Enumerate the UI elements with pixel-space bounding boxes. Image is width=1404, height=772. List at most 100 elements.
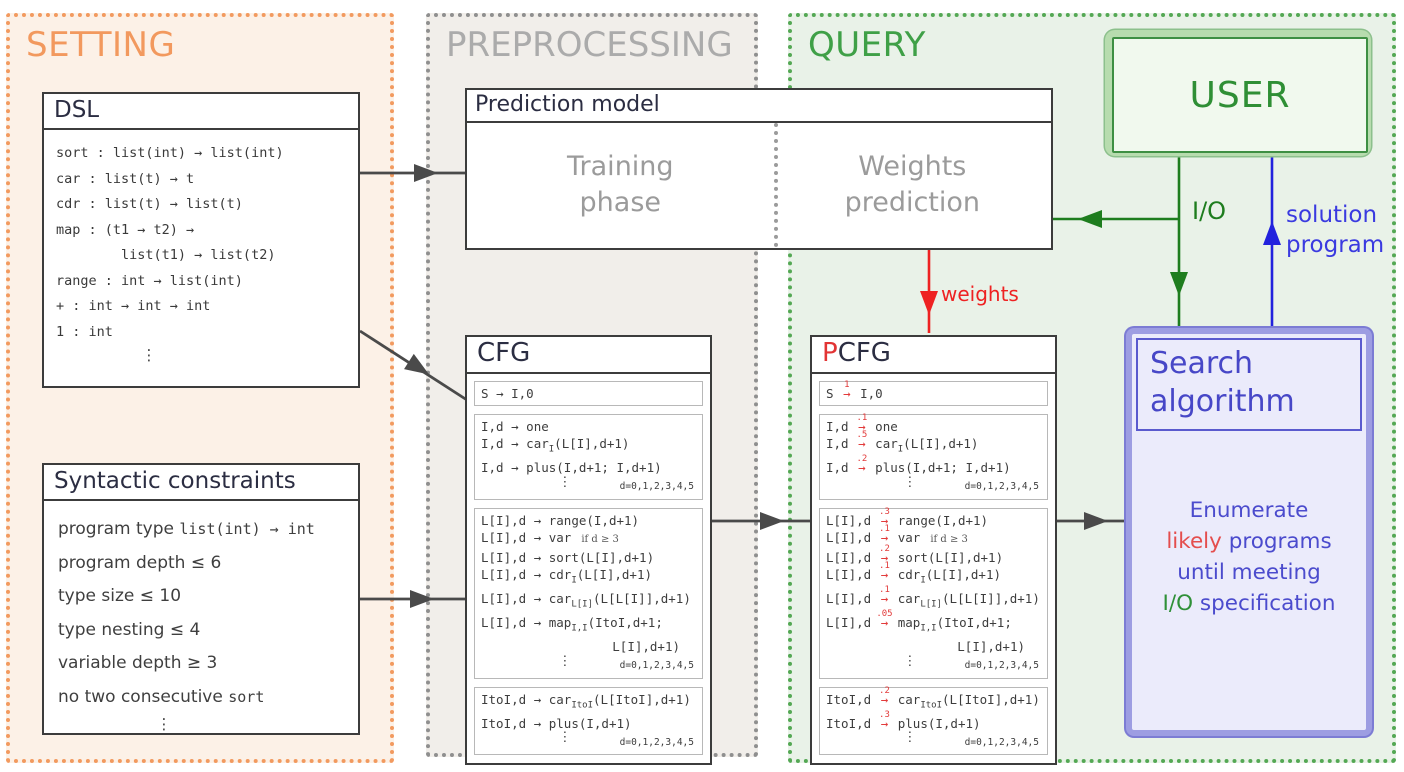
grammar-section: ItoI,d .2→ carItoI(L[ItoI],d+1)ItoI,d .3… [819, 685, 1048, 755]
grammar-rule: I,d → plus(I,d+1; I,d+1) [481, 460, 662, 475]
probability-arrow: .2→ [879, 685, 890, 707]
probability-arrow: .05→ [876, 609, 893, 630]
constraint-line: type nesting ≤ 4 [58, 619, 201, 640]
search-algorithm-title: Search algorithm [1136, 338, 1362, 431]
grammar-rule: I,d → one [481, 418, 549, 434]
search-body-line: Enumerate [1189, 498, 1309, 523]
panel-query-label: QUERY [808, 25, 926, 65]
grammar-section-footer: ⋮d=0,1,2,3,4,5 [558, 474, 694, 493]
constraint-line: no two consecutive sort [58, 686, 265, 707]
search-algorithm-box: Search algorithm Enumerate likely program… [1126, 328, 1372, 736]
weights-label: weights [941, 282, 1019, 306]
grammar-rule: S → I,0 [481, 386, 534, 401]
grammar-section-footer: ⋮d=0,1,2,3,4,5 [903, 730, 1039, 748]
constraint-line: type size ≤ 10 [58, 586, 182, 606]
grammar-rule: I,d → carI(L[I],d+1) [481, 436, 630, 455]
grammar-section: ItoI,d → carItoI(L[ItoI],d+1) ItoI,d → pl… [474, 686, 703, 755]
grammar-rule: ItoI,d → plus(I,d+1) [481, 715, 632, 731]
grammar-rule: ItoI,d → carItoI(L[ItoI],d+1) [481, 691, 691, 711]
grammar-section-footer: ⋮d=0,1,2,3,4,5 [903, 474, 1039, 493]
dsl-line: range : int → list(int) [56, 272, 243, 289]
grammar-section: S 1→ I,0 [819, 380, 1048, 406]
grammar-rule: L[I],d → cdrI(L[I],d+1) [481, 567, 653, 586]
grammar-rule: L[I],d .2→ sort(L[I],d+1) [826, 543, 1004, 565]
probability-arrow: .3→ [879, 709, 890, 731]
grammar-rule: L[I],d → range(I,d+1) [481, 512, 640, 528]
search-body-line: until meeting [1177, 560, 1321, 585]
dsl-vdots: ⋮ [141, 346, 157, 364]
grammar-rule: I,d .1→ one [826, 412, 898, 434]
grammar-section-footer: ⋮d=0,1,2,3,4,5 [903, 653, 1039, 672]
user-box: USER [1112, 37, 1368, 153]
probability-arrow: .2→ [856, 454, 868, 475]
rule-condition: if d ≥ 3 [930, 534, 968, 545]
dsl-line: sort : list(int) → list(int) [56, 145, 284, 161]
rule-condition: if d ≥ 3 [581, 534, 619, 545]
grammar-rule: ItoI,d .2→ carItoI(L[ItoI],d+1) [826, 685, 1040, 711]
probability-arrow: .2→ [879, 543, 890, 565]
probability-arrow: 1→ [843, 380, 851, 401]
constraint-line: program type list(int) → int [58, 519, 315, 539]
grammar-rule: L[I],d .1→ carL[I](L[L[I]],d+1) [826, 585, 1040, 610]
search-body-line: I/O specification [1162, 591, 1336, 616]
io-label: I/O [1192, 197, 1227, 225]
grammar-rule: S 1→ I,0 [826, 380, 883, 401]
probability-arrow: .1→ [856, 412, 868, 434]
grammar-rule: I,d .2→ plus(I,d+1; I,d+1) [826, 454, 1011, 475]
grammar-rule: L[I],d → mapI,I(ItoI,d+1; [481, 615, 663, 634]
cfg-title: CFG [467, 337, 710, 374]
panel-setting-label: SETTING [26, 25, 176, 65]
prediction-model-divider [773, 123, 778, 247]
cfg-title-rest: CFG [477, 338, 531, 368]
panel-preprocessing-label: PREPROCESSING [446, 25, 733, 65]
constraint-line: program depth ≤ 6 [58, 552, 222, 573]
pcfg-title-red: P [822, 338, 838, 368]
grammar-rule: L[I],d+1) [957, 639, 1025, 654]
grammar-section-footer: ⋮d=0,1,2,3,4,5 [558, 730, 694, 748]
grammar-rule: L[I],d .1→ cdrI(L[I],d+1) [826, 561, 1002, 586]
probability-arrow: .3→ [879, 506, 890, 528]
dsl-line: list(t1) → list(t2) [56, 247, 276, 263]
constraints-vdots: ⋮ [156, 715, 172, 733]
grammar-rule: L[I],d → carL[I](L[L[I]],d+1) [481, 591, 691, 610]
grammar-rule: L[I],d .05→ mapI,I(ItoI,d+1; [826, 609, 1012, 634]
grammar-section: S → I,0 [474, 381, 703, 406]
probability-arrow: .1→ [879, 524, 890, 545]
prediction-model-title: Prediction model [467, 90, 1051, 123]
probability-arrow: .1→ [879, 561, 890, 582]
dsl-lines: sort : list(int) → list(int) car : list(t… [44, 130, 358, 345]
pcfg-title-rest: CFG [837, 338, 891, 368]
probability-arrow: .1→ [879, 585, 890, 606]
dsl-box: DSL sort : list(int) → list(int) car : li… [42, 92, 360, 388]
grammar-section-footer: ⋮d=0,1,2,3,4,5 [558, 653, 694, 672]
user-box-outer: USER [1105, 30, 1371, 156]
grammar-rule: L[I],d → sort(L[I],d+1) [481, 549, 655, 565]
constraints-lines: program type list(int) → int program dept… [44, 501, 358, 714]
search-body-line: likely programs [1166, 529, 1332, 554]
dsl-line: cdr : list(t) → list(t) [56, 196, 243, 212]
grammar-rule: L[I],d+1) [612, 639, 680, 654]
pcfg-title: PCFG [812, 337, 1055, 374]
probability-arrow: .5→ [856, 430, 868, 451]
dsl-title: DSL [44, 94, 358, 130]
grammar-rule: ItoI,d .3→ plus(I,d+1) [826, 709, 981, 731]
grammar-rule: I,d .5→ carI(L[I],d+1) [826, 430, 979, 455]
syntactic-constraints-box: Syntactic constraints program type list(… [42, 463, 360, 735]
constraints-title: Syntactic constraints [44, 465, 358, 501]
dsl-line: car : list(t) → t [56, 170, 195, 187]
constraint-line: variable depth ≥ 3 [58, 653, 218, 673]
